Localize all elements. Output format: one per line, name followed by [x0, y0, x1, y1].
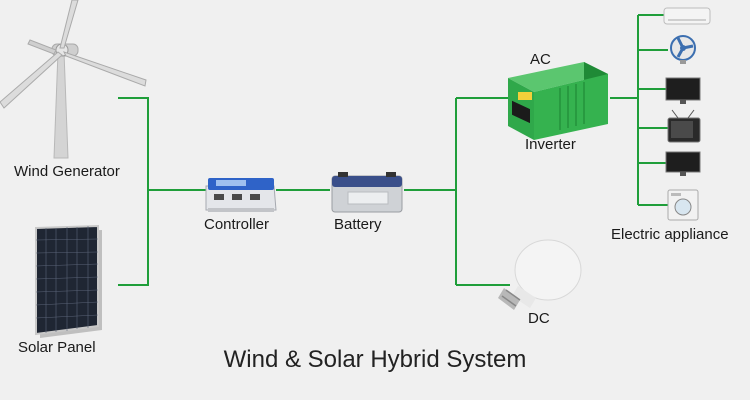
electric-appliance-label: Electric appliance — [611, 226, 729, 243]
solar-panel-label: Solar Panel — [18, 339, 96, 356]
dc-label: DC — [528, 310, 550, 327]
light-bulb-icon — [498, 239, 582, 310]
wiring — [118, 14, 668, 286]
ac-label: AC — [530, 51, 551, 68]
diagram-title: Wind & Solar Hybrid System — [223, 346, 527, 373]
washing-machine-icon — [667, 189, 699, 221]
monitor-icon — [665, 151, 701, 176]
wind-wire — [118, 97, 149, 190]
air-conditioner-icon — [663, 7, 711, 25]
battery-icon — [331, 172, 403, 213]
inverter-icon — [508, 62, 608, 140]
inverter-label: Inverter — [525, 136, 576, 153]
wind-turbine-icon — [0, 0, 147, 159]
flat-tv-icon — [665, 77, 701, 104]
battery-label: Battery — [334, 216, 382, 233]
crt-tv-icon — [667, 109, 701, 143]
wind-generator-label: Wind Generator — [14, 163, 120, 180]
fan-icon — [670, 35, 696, 64]
controller-icon — [205, 178, 277, 212]
solar-panel-icon — [35, 224, 102, 338]
solar-wire — [118, 190, 149, 286]
controller-label: Controller — [204, 216, 270, 233]
